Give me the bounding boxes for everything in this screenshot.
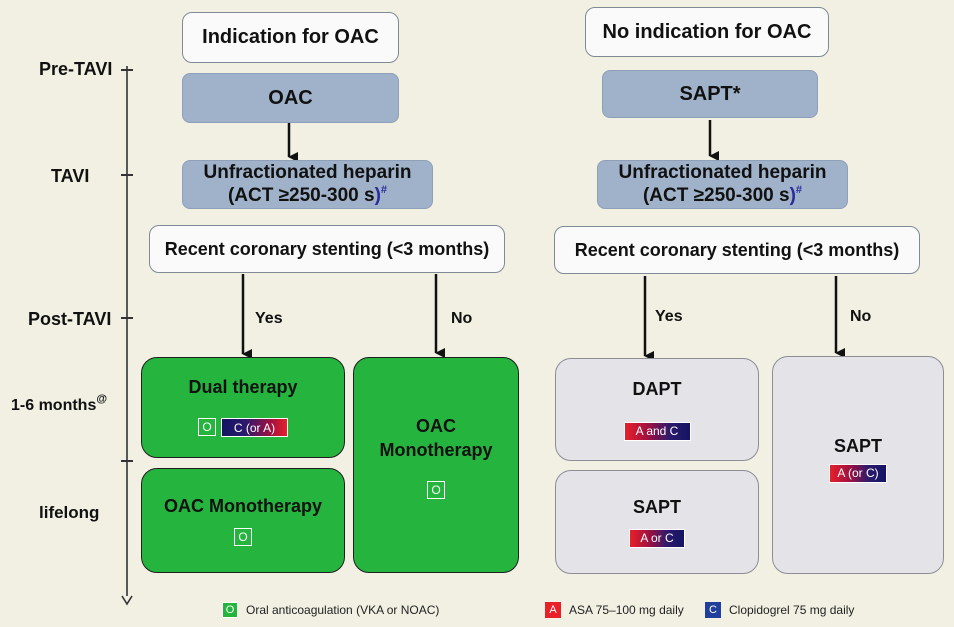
stage-pre-tavi: Pre-TAVI [39, 59, 113, 79]
dapt-box: DAPT A and C [555, 358, 759, 461]
stage-tavi: TAVI [51, 166, 90, 186]
right-stenting-label: Recent coronary stenting (<3 months) [574, 239, 900, 260]
sapt-pill: A or C [629, 528, 685, 548]
oac-label: OAC [268, 86, 313, 109]
dual-oac-badge: O [198, 418, 216, 436]
left-stenting-box: Recent coronary stenting (<3 months) [149, 225, 505, 273]
oac-monotherapy-tall-line1: OAC [416, 415, 456, 436]
legend-asa-text: ASA 75–100 mg daily [569, 603, 684, 617]
left-heparin-paren: ) [374, 184, 381, 206]
right-heparin-line1: Unfractionated heparin [618, 161, 827, 183]
dual-therapy-box: Dual therapy O C (or A) [141, 357, 345, 458]
legend-asa-icon: A [545, 602, 561, 618]
dual-therapy-badges: O C (or A) [198, 418, 288, 437]
legend-oac-text: Oral anticoagulation (VKA or NOAC) [246, 603, 440, 617]
left-no-label: No [451, 310, 473, 327]
sapt-tall-pill: A (or C) [829, 463, 887, 483]
oac-monotherapy-tall-line2: Monotherapy [379, 439, 493, 460]
sapt-box: SAPT A or C [555, 470, 759, 574]
stage-lifelong: lifelong [39, 503, 100, 522]
sapt-pre-box: SAPT* [602, 70, 818, 118]
no-indication-oac-label: No indication for OAC [602, 20, 812, 43]
dual-clopidogrel-pill: C (or A) [221, 418, 288, 437]
left-heparin-line2: (ACT ≥250-300 s)# [227, 183, 388, 208]
oac-monotherapy-box: OAC Monotherapy O [141, 468, 345, 573]
no-indication-oac-box: No indication for OAC [585, 7, 829, 57]
left-stenting-label: Recent coronary stenting (<3 months) [164, 238, 490, 259]
right-heparin-sup: # [795, 183, 803, 196]
tick-pre-tavi [121, 69, 133, 71]
legend-asa: A ASA 75–100 mg daily [545, 602, 684, 618]
sapt-title: SAPT [632, 496, 681, 517]
oac-box: OAC [182, 73, 399, 123]
stage-months: 1-6 months@ [11, 393, 107, 415]
left-yes-label: Yes [255, 310, 283, 327]
timeline-arrowhead [121, 595, 133, 606]
stage-post-tavi: Post-TAVI [28, 309, 112, 329]
legend-clopidogrel-icon: C [705, 602, 721, 618]
legend-oac-icon: O [222, 602, 238, 618]
legend-clopidogrel-text: Clopidogrel 75 mg daily [729, 603, 855, 617]
stage-months-label: 1-6 months [11, 397, 97, 414]
indication-oac-box: Indication for OAC [182, 12, 399, 63]
right-heparin-paren: ) [789, 184, 796, 206]
tick-tavi [121, 174, 133, 176]
oac-monotherapy-title: OAC Monotherapy [163, 495, 322, 516]
right-no-label: No [850, 308, 872, 325]
stage-months-sup: @ [96, 393, 108, 405]
dual-therapy-title: Dual therapy [188, 377, 298, 397]
tick-lifelong [121, 460, 133, 462]
left-heparin-line1: Unfractionated heparin [203, 161, 412, 183]
left-heparin-box: Unfractionated heparin (ACT ≥250-300 s)# [182, 160, 433, 209]
legend-clopidogrel: C Clopidogrel 75 mg daily [705, 602, 854, 618]
right-heparin-box: Unfractionated heparin (ACT ≥250-300 s)# [597, 160, 848, 209]
left-heparin-act: (ACT ≥250-300 s [227, 184, 375, 206]
oac-monotherapy-tall-badge: O [427, 480, 445, 499]
left-heparin-sup: # [380, 183, 388, 196]
indication-oac-label: Indication for OAC [202, 26, 379, 48]
oac-monotherapy-badge: O [234, 527, 252, 546]
dapt-title: DAPT [632, 378, 682, 399]
right-stenting-box: Recent coronary stenting (<3 months) [554, 226, 920, 274]
right-heparin-act: (ACT ≥250-300 s [642, 184, 790, 206]
dapt-pill: A and C [623, 421, 691, 441]
right-heparin-line2: (ACT ≥250-300 s)# [642, 183, 803, 208]
sapt-tall-box: SAPT A (or C) [772, 356, 944, 574]
oac-monotherapy-tall-box: OAC Monotherapy O [353, 357, 519, 573]
sapt-tall-title: SAPT [833, 435, 882, 456]
right-yes-label: Yes [655, 308, 683, 325]
tick-post-tavi [121, 317, 133, 319]
sapt-pre-label: SAPT* [679, 82, 741, 105]
legend-oac: O Oral anticoagulation (VKA or NOAC) [222, 602, 439, 618]
